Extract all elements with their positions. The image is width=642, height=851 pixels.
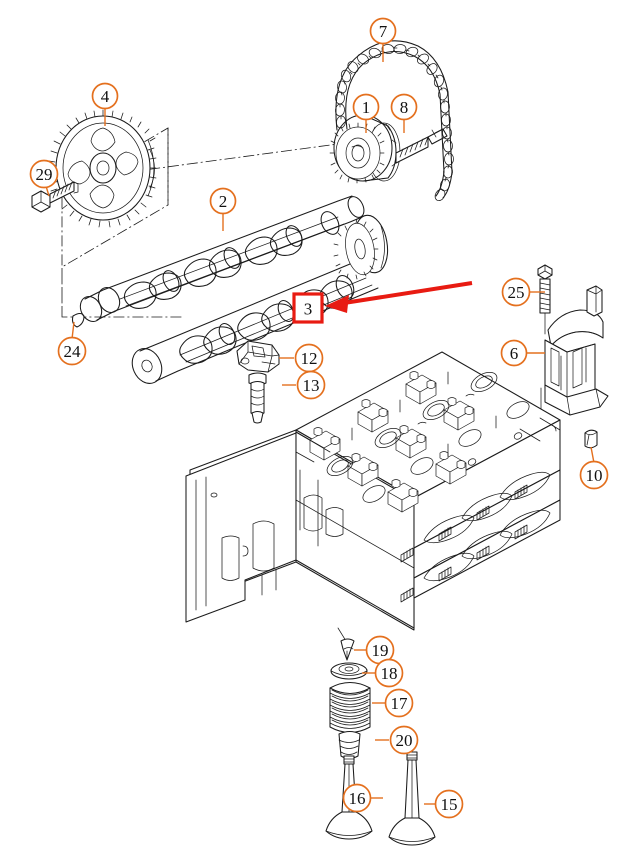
callout-label-25: 25: [508, 283, 525, 302]
callout-label-6: 6: [510, 344, 519, 363]
callout-circle-24[interactable]: [57, 336, 87, 366]
cylinder-head-casting: [185, 351, 561, 631]
callout-circle-6[interactable]: [500, 339, 528, 367]
callout-label-29: 29: [36, 165, 53, 184]
callout-label-18: 18: [381, 664, 398, 683]
callout-3-highlight-box: [292, 292, 324, 324]
callout-circle-10[interactable]: [579, 460, 609, 490]
callout-circle-8[interactable]: [390, 93, 418, 121]
timing-chain-7: [335, 40, 454, 202]
valve-spring-seats: [326, 371, 530, 503]
callout-label-2: 2: [219, 192, 228, 211]
tensioner-bolt-25: [537, 264, 553, 335]
callout-8[interactable]: 8: [390, 93, 418, 134]
callout-label-8: 8: [400, 98, 409, 117]
callout-circle-20[interactable]: [389, 725, 419, 755]
callout-label-10: 10: [586, 466, 603, 485]
callout-label-24: 24: [64, 342, 82, 361]
woodruff-key-24: [71, 312, 85, 328]
valve-spring-17: [329, 681, 371, 734]
sealing-plug-10: [584, 429, 598, 449]
callout-17[interactable]: 17: [372, 688, 414, 718]
callout-6[interactable]: 6: [500, 339, 546, 367]
callout-7[interactable]: 7: [369, 17, 397, 63]
callout-circle-13[interactable]: [296, 370, 326, 400]
exhaust-valve-15: [388, 751, 436, 846]
callout-2[interactable]: 2: [209, 187, 237, 232]
callout-label-16: 16: [349, 789, 366, 808]
callout-18[interactable]: 18: [362, 658, 404, 688]
callout-label-19: 19: [372, 641, 389, 660]
callout-25[interactable]: 25: [501, 277, 546, 307]
valve-train-stack: [325, 627, 436, 846]
camshaft-bearing-caps: [309, 371, 475, 513]
callout-label-13: 13: [303, 376, 320, 395]
exhaust-cam-sprocket: [333, 214, 389, 280]
reference-construction-lines: [54, 127, 361, 318]
valve-stem-seal-20: [338, 730, 361, 760]
valve-spring-retainer-18: [330, 662, 368, 680]
intake-cam-lobes: [123, 211, 340, 309]
callout-10[interactable]: 10: [579, 446, 609, 490]
callout-circle-15[interactable]: [434, 789, 464, 819]
callout-3-label: 3: [304, 300, 313, 319]
callout-24[interactable]: 24: [57, 321, 87, 366]
callout-4[interactable]: 4: [91, 82, 119, 127]
head-studs: [400, 484, 528, 603]
callout-19[interactable]: 19: [354, 635, 395, 665]
callout-label-4: 4: [101, 87, 110, 106]
callout-circle-7[interactable]: [369, 17, 397, 45]
callout-leader-line-24: [71, 321, 75, 340]
callout-15[interactable]: 15: [424, 789, 464, 819]
callout-circle-18[interactable]: [374, 658, 404, 688]
callout-circle-17[interactable]: [384, 688, 414, 718]
callout-circle-25[interactable]: [501, 277, 531, 307]
highlight-arrow: [325, 281, 473, 313]
callout-16[interactable]: 16: [342, 783, 384, 813]
valve-cotter-19: [340, 638, 355, 661]
callout-29[interactable]: 29: [29, 159, 59, 197]
callout-1[interactable]: 1: [352, 93, 380, 134]
callout-label-20: 20: [396, 731, 413, 750]
callout-circle-1[interactable]: [352, 93, 380, 121]
bolt-29: [31, 181, 79, 213]
callout-label-12: 12: [301, 349, 318, 368]
callout-label-1: 1: [362, 98, 371, 117]
callout-label-15: 15: [441, 795, 458, 814]
callout-13[interactable]: 13: [282, 370, 326, 400]
intake-camshaft-2: [79, 195, 365, 323]
camshaft-gear-assembly: [47, 109, 157, 228]
callout-12[interactable]: 12: [279, 343, 324, 373]
callout-label-7: 7: [379, 22, 388, 41]
camshaft-adjuster-1: [329, 114, 401, 184]
callout-circle-16[interactable]: [342, 783, 372, 813]
callout-20[interactable]: 20: [375, 725, 419, 755]
exhaust-camshaft-3: [131, 214, 389, 384]
callout-circle-29[interactable]: [29, 159, 59, 189]
callout-label-17: 17: [391, 694, 409, 713]
callout-circle-2[interactable]: [209, 187, 237, 215]
hydraulic-valve-lifter-13: [248, 372, 267, 424]
roller-rocker-finger-12: [236, 340, 280, 373]
callout-leader-line-10: [590, 446, 595, 464]
callout-circle-4[interactable]: [91, 82, 119, 110]
